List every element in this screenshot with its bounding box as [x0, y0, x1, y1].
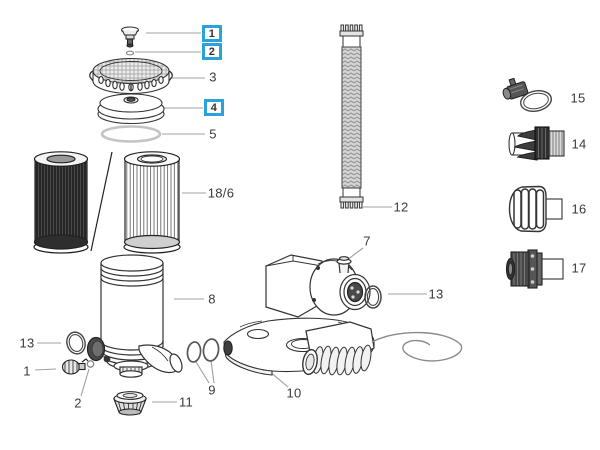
filter-cartridge-clean-drawing	[123, 151, 181, 254]
callout-lock-ring: 3	[209, 69, 217, 85]
strainer-nut-drawing	[508, 185, 563, 233]
drain-cap-drawing	[113, 391, 147, 416]
pump-oring-drawing	[364, 285, 382, 309]
lid-oring-drawing	[100, 125, 162, 143]
callout-hose-clamp: 15	[570, 90, 586, 106]
filter-cartridge-dirty-drawing	[33, 151, 89, 254]
callout-air-release-valve: 1	[202, 25, 222, 42]
cartridge-divider-slash	[90, 151, 113, 252]
filter-tank-drawing	[86, 254, 183, 378]
callout-drain-valve: 1	[23, 363, 31, 379]
tank-lid-drawing	[97, 93, 165, 125]
callout-tank-oring: 13	[19, 335, 35, 351]
inlet-fitting-drawing	[505, 249, 564, 289]
callout-tank-lid: 4	[204, 99, 224, 116]
valve-oring-drawing	[125, 50, 135, 56]
outlet-orings-drawing	[186, 338, 220, 363]
lock-ring-drawing	[89, 57, 173, 95]
hose-clamp-drawing	[502, 77, 553, 112]
callout-inlet-fitting: 17	[571, 260, 587, 276]
callout-drain-oring: 2	[74, 395, 82, 411]
callout-valve-oring: 2	[202, 43, 222, 60]
drain-valve-drawing	[61, 358, 89, 375]
drain-oring-drawing	[86, 360, 95, 368]
air-release-valve-drawing	[120, 26, 140, 48]
callout-filter-tank: 8	[208, 291, 216, 307]
callout-drain-cap: 11	[178, 394, 194, 410]
callout-pump-valve: 7	[363, 233, 371, 249]
callout-pump-base: 10	[286, 385, 302, 401]
callout-lid-oring: 5	[209, 126, 217, 142]
callout-hose: 12	[393, 199, 409, 215]
hose-drawing	[339, 24, 364, 209]
callout-outlet-orings: 9	[208, 382, 216, 398]
callout-filter-cartridge: 18/6	[207, 185, 235, 201]
hose-adapter-drawing	[508, 126, 565, 161]
callout-pump-oring: 13	[428, 286, 444, 302]
callout-strainer-nut: 16	[571, 201, 587, 217]
tank-oring-drawing	[66, 331, 86, 355]
callout-hose-adapter: 14	[571, 136, 587, 152]
pump-assembly-drawing	[265, 254, 463, 376]
